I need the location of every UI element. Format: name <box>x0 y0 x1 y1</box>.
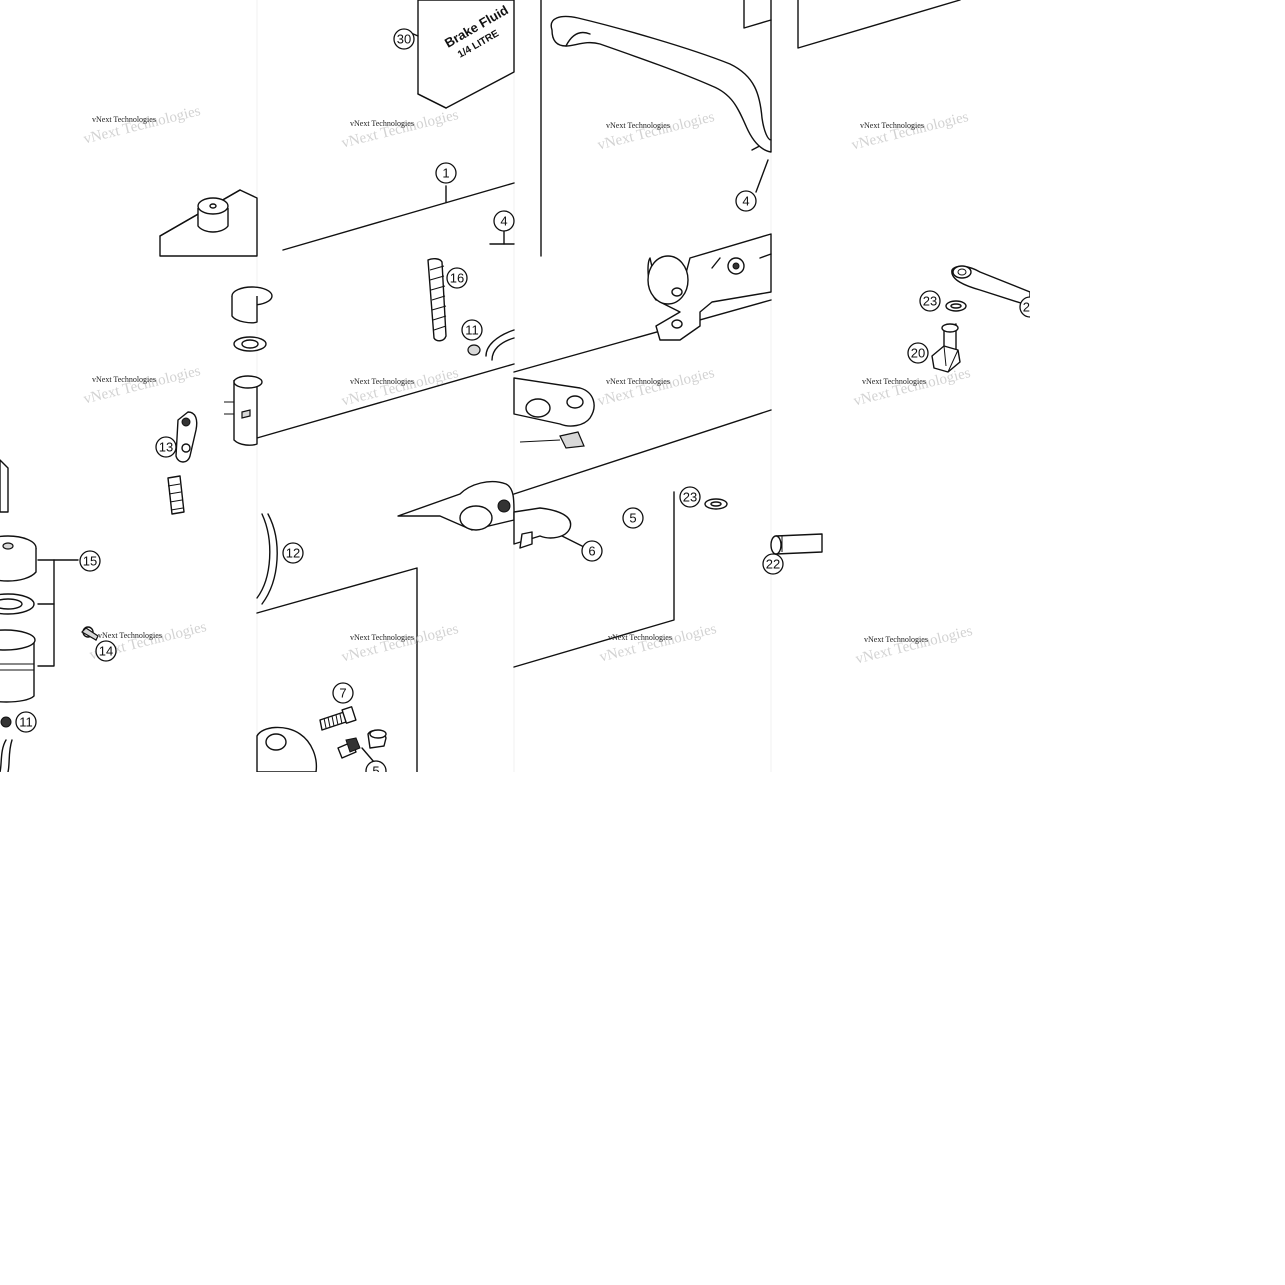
master-cylinder-body <box>647 233 772 341</box>
callout-label: 5 <box>372 764 379 779</box>
watermark-ghost: vNext Technologies <box>82 103 202 148</box>
callout-label: 20 <box>911 346 925 361</box>
watermark-text: vNext Technologies <box>606 121 670 130</box>
callout-label: 11 <box>465 323 479 338</box>
callout-label: 4 <box>500 214 507 229</box>
caliper-half <box>256 726 318 772</box>
watermark-text: vNext Technologies <box>608 633 672 642</box>
watermark-ghost: vNext Technologies <box>82 363 202 408</box>
callout-label: 1 <box>442 166 449 181</box>
cover-plate <box>175 411 198 463</box>
watermark-ghost: vNext Technologies <box>340 365 460 410</box>
hose-upper <box>467 329 515 361</box>
callout-12: 12 <box>282 542 304 564</box>
callout-7: 7 <box>332 682 354 704</box>
callout-11: 11 <box>461 319 483 341</box>
callout-23: 23 <box>919 290 941 312</box>
callout-21: 21 <box>1019 296 1037 318</box>
callout-6: 6 <box>581 540 603 562</box>
watermark-text: vNext Technologies <box>98 631 162 640</box>
watermark-text: vNext Technologies <box>864 635 928 644</box>
watermark-ghost: vNext Technologies <box>596 365 716 410</box>
callout-label: 12 <box>286 546 300 561</box>
callout-23: 23 <box>679 486 701 508</box>
assembly-frame-lines <box>256 0 961 772</box>
callout-label: 13 <box>159 440 173 455</box>
watermark-text: vNext Technologies <box>350 633 414 642</box>
brake-hose-end <box>770 533 823 555</box>
watermark-text: vNext Technologies <box>862 377 926 386</box>
handlebar-clamp <box>513 377 595 449</box>
callout-11: 11 <box>15 711 37 733</box>
callout-label: 14 <box>99 644 113 659</box>
watermark-ghost: vNext Technologies <box>598 621 718 666</box>
callout-5: 5 <box>622 507 644 529</box>
reservoir-cap-stack <box>224 286 273 446</box>
callout-label: 16 <box>450 271 464 286</box>
callout-16: 16 <box>446 267 468 289</box>
callout-30: 30 <box>393 28 415 50</box>
callout-14: 14 <box>95 640 117 662</box>
reservoir-box-upper <box>159 189 258 257</box>
crush-washer-lower <box>704 498 728 510</box>
watermark-ghost: vNext Technologies <box>596 109 716 154</box>
watermark-text: vNext Technologies <box>92 115 156 124</box>
callout-label: 30 <box>397 32 411 47</box>
callout-label: 7 <box>339 686 346 701</box>
watermark-text: vNext Technologies <box>92 375 156 384</box>
watermark-text: vNext Technologies <box>350 119 414 128</box>
callout-label: 5 <box>629 511 636 526</box>
bleed-valve <box>337 729 387 759</box>
crush-washer-upper <box>945 300 967 312</box>
brake-fluid-bottle: Brake Fluid 1/4 LITRE <box>417 0 515 109</box>
watermark-ghost: vNext Technologies <box>852 365 972 410</box>
mounting-bolt <box>319 706 357 731</box>
brake-lever <box>550 15 772 153</box>
callout-4: 4 <box>735 190 757 212</box>
callout-5: 5 <box>365 760 387 779</box>
reservoir-lower-assembly <box>0 459 37 772</box>
callout-label: 21 <box>1023 300 1037 315</box>
small-screw <box>81 626 99 641</box>
banjo-bolt <box>931 323 961 373</box>
spiral-guard-upper <box>427 257 447 342</box>
watermark-ghost: vNext Technologies <box>340 621 460 666</box>
callout-1: 1 <box>435 162 457 184</box>
watermark-text: vNext Technologies <box>350 377 414 386</box>
callout-label: 23 <box>923 294 937 309</box>
callout-22: 22 <box>762 553 784 575</box>
callout-label: 4 <box>742 194 749 209</box>
callout-15: 15 <box>79 550 101 572</box>
callout-20: 20 <box>907 342 929 364</box>
callout-label: 15 <box>83 554 97 569</box>
watermark-ghost: vNext Technologies <box>340 107 460 152</box>
watermark-ghost: vNext Technologies <box>854 623 974 668</box>
callout-label: 23 <box>683 490 697 505</box>
callout-4: 4 <box>493 210 515 232</box>
watermark-ghost: vNext Technologies <box>850 109 970 154</box>
hose-lower <box>256 513 278 605</box>
callout-label: 22 <box>766 557 780 572</box>
caliper-body <box>397 480 572 549</box>
banjo-hose-end <box>951 265 1030 307</box>
watermark-text: vNext Technologies <box>860 121 924 130</box>
callout-label: 6 <box>588 544 595 559</box>
watermark-text: vNext Technologies <box>606 377 670 386</box>
spiral-guard-lower <box>167 475 185 515</box>
callout-label: 11 <box>19 715 33 730</box>
callout-13: 13 <box>155 436 177 458</box>
